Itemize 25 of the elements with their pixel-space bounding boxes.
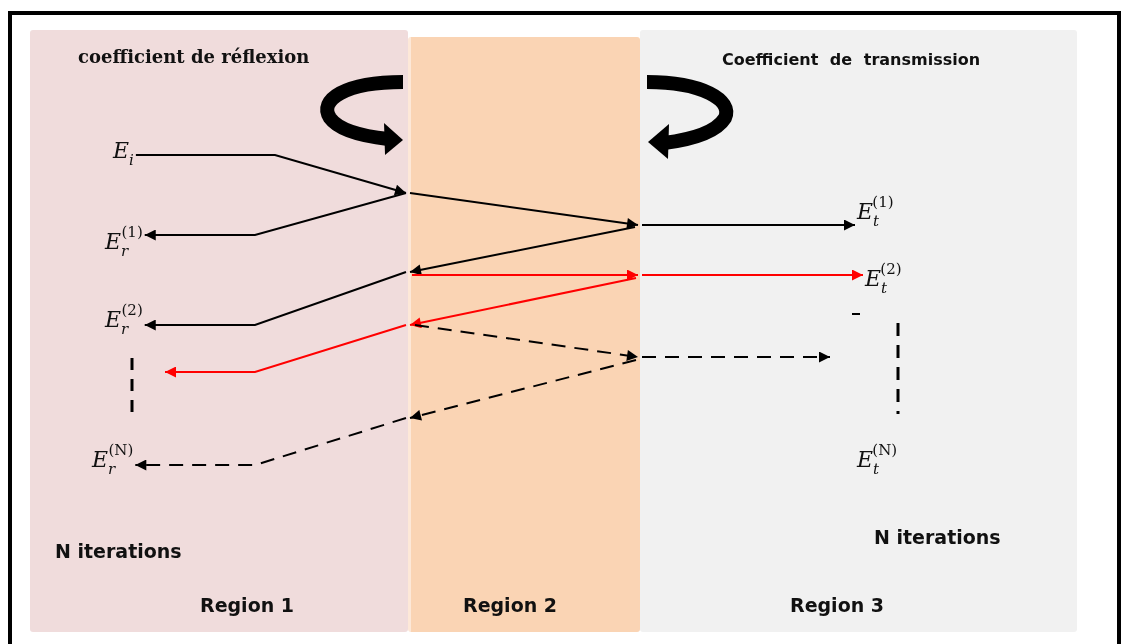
region-band bbox=[640, 30, 1077, 632]
region-band bbox=[408, 37, 640, 632]
region-label: Region 1 bbox=[200, 594, 295, 616]
field-symbol: E$_{i}$ bbox=[113, 140, 134, 168]
region-label: Region 3 bbox=[790, 594, 885, 616]
region-label: Region 2 bbox=[463, 594, 558, 616]
ray-arrow bbox=[409, 277, 637, 329]
annotation-text: Coefficient de transmission bbox=[722, 50, 981, 69]
ray-arrow bbox=[411, 269, 639, 281]
ray-arrow bbox=[641, 351, 831, 363]
region-band bbox=[30, 30, 408, 632]
ray-arrow bbox=[134, 154, 407, 196]
ray-arrow bbox=[409, 226, 636, 276]
ray-arrow bbox=[409, 359, 637, 421]
annotation-text: N iterations bbox=[55, 540, 182, 562]
ray-arrow bbox=[414, 324, 639, 361]
ray-arrow bbox=[143, 192, 407, 241]
ray-arrow bbox=[409, 192, 639, 229]
annotation-text: coefficient de réflexion bbox=[78, 46, 310, 67]
annotation-text: N iterations bbox=[874, 526, 1001, 548]
ray-arrow bbox=[641, 269, 864, 281]
ray-arrow bbox=[164, 324, 407, 378]
ray-arrow bbox=[134, 417, 407, 471]
ray-arrow bbox=[143, 271, 407, 331]
ray-arrow bbox=[641, 219, 856, 231]
